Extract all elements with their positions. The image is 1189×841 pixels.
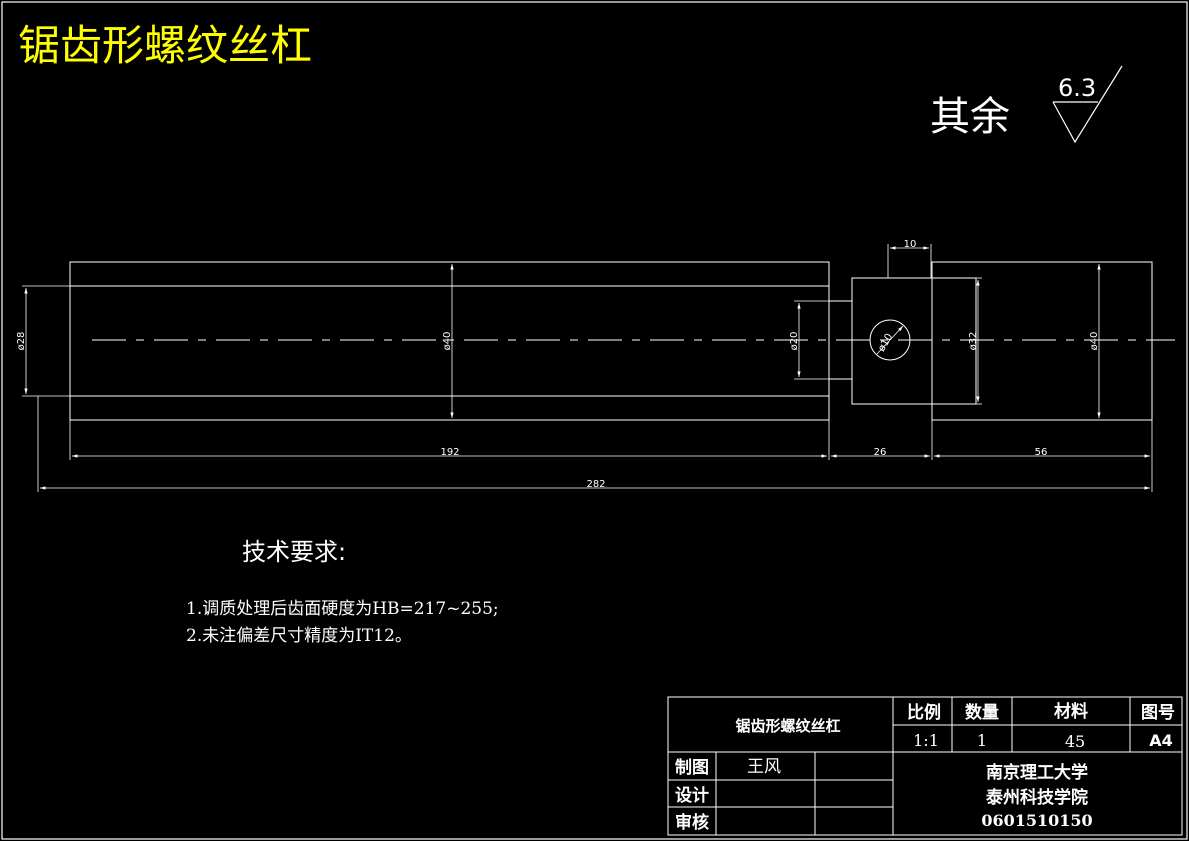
dim-dia-28: ø28 [16, 332, 27, 351]
requirements-heading: 技术要求: [242, 538, 346, 566]
header-quantity: 数量 [965, 702, 999, 723]
requirement-item-2: 2.未注偏差尺寸精度为IT12。 [186, 626, 412, 646]
dim-dia-10: ø10 [876, 332, 895, 354]
dim-dia-20: ø20 [789, 332, 800, 351]
header-scale: 比例 [907, 702, 941, 723]
role-designed: 设计 [675, 785, 709, 806]
roughness-label: 其余 [930, 94, 1010, 140]
dim-dia-40-left: ø40 [442, 332, 453, 351]
dim-length-282: 282 [586, 479, 605, 490]
title-block-part-name: 锯齿形螺纹丝杠 [735, 717, 840, 735]
header-material: 材料 [1054, 701, 1088, 722]
roughness-symbol-icon [1052, 65, 1123, 144]
roughness-value: 6.3 [1058, 74, 1096, 102]
dim-dia-40-right: ø40 [1089, 332, 1100, 351]
value-material: 45 [1065, 732, 1085, 751]
title-block-grid [667, 696, 1183, 836]
dim-dia-32: ø32 [968, 332, 979, 351]
name-drawn: 王风 [747, 757, 781, 777]
dim-width-10: 10 [904, 239, 917, 250]
header-drawing-no: 图号 [1141, 703, 1175, 723]
dimension-lines [22, 244, 1153, 492]
part-outline [69, 261, 1153, 421]
school-line-2: 泰州科技学院 [986, 787, 1088, 808]
student-id: 0601510150 [981, 811, 1092, 830]
value-drawing-no: A4 [1149, 731, 1173, 750]
requirement-item-1: 1.调质处理后齿面硬度为HB=217~255; [186, 599, 499, 619]
value-quantity: 1 [977, 731, 987, 750]
dim-length-192: 192 [440, 447, 459, 458]
role-drawn: 制图 [675, 757, 709, 778]
role-reviewed: 审核 [675, 812, 709, 833]
school-line-1: 南京理工大学 [986, 762, 1088, 783]
drawing-title: 锯齿形螺纹丝杠 [18, 21, 312, 70]
dim-length-56: 56 [1035, 447, 1048, 458]
dim-length-26: 26 [874, 447, 887, 458]
value-scale: 1:1 [913, 731, 939, 750]
